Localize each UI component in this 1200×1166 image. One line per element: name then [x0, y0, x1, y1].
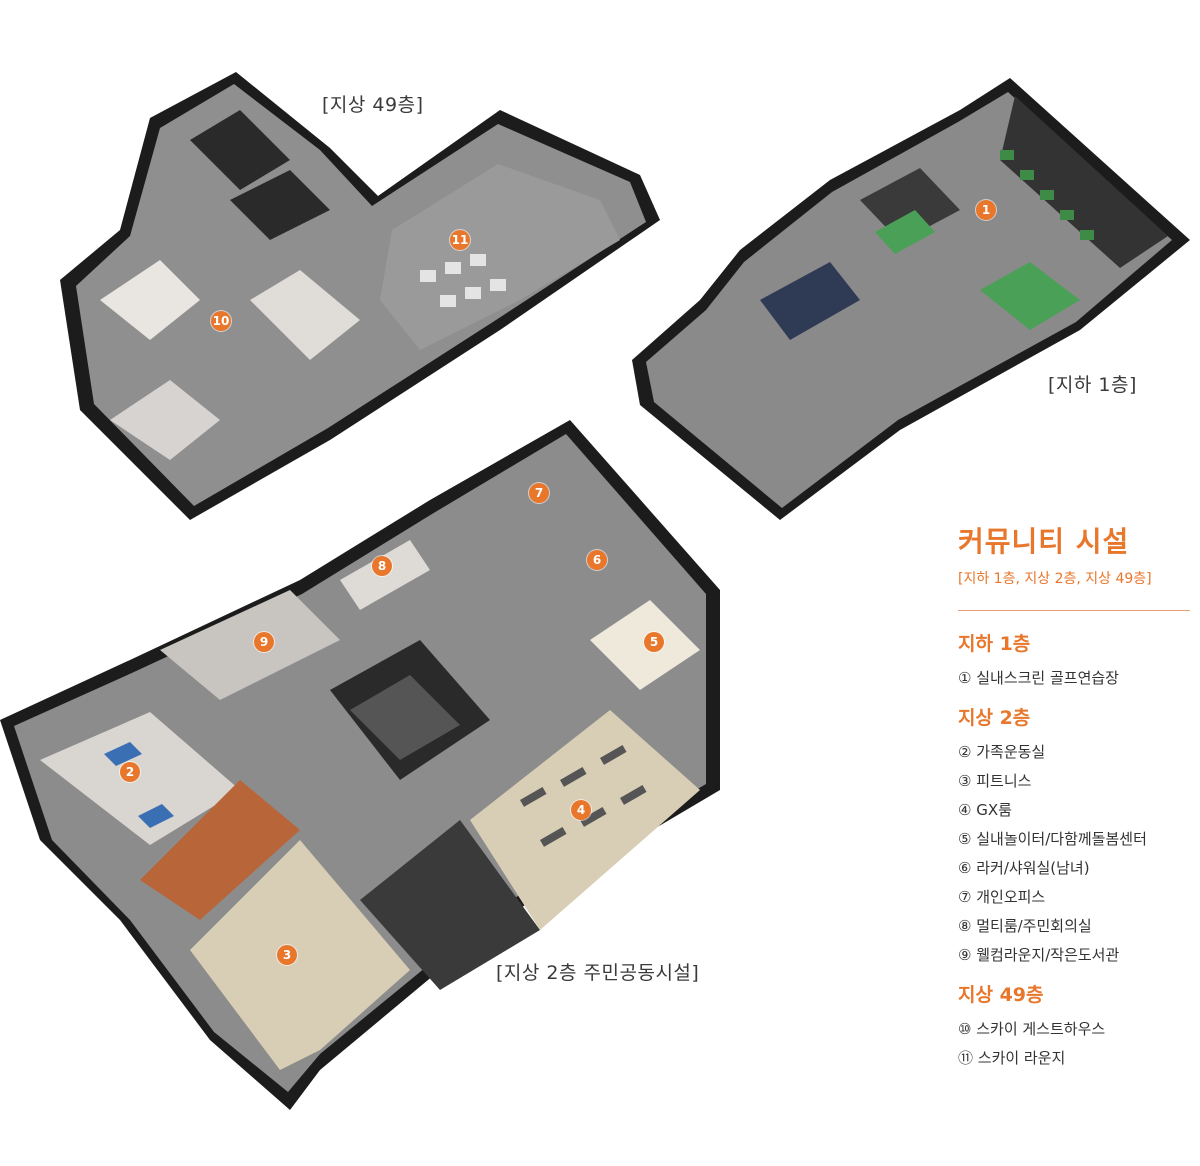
legend-item-4: ④ GX룸 — [958, 801, 1012, 819]
floor-plan-49f — [60, 72, 660, 520]
legend-subtitle: [지하 1층, 지상 2층, 지상 49층] — [958, 571, 1152, 587]
marker-5: 5 — [644, 632, 664, 652]
legend-item-2: ② 가족운동실 — [958, 743, 1046, 761]
group-heading-2f: 지상 2층 — [958, 707, 1031, 729]
marker-10: 10 — [211, 311, 231, 331]
facility-legend: 커뮤니티 시설 [지하 1층, 지상 2층, 지상 49층] 지하 1층 ① 실… — [958, 520, 1194, 1083]
legend-item-9: ⑨ 웰컴라운지/작은도서관 — [958, 946, 1120, 964]
marker-2: 2 — [120, 762, 140, 782]
marker-1: 1 — [976, 200, 996, 220]
group-heading-b1: 지하 1층 — [958, 633, 1031, 655]
group-heading-49f: 지상 49층 — [958, 984, 1044, 1006]
legend-item-5: ⑤ 실내놀이터/다함께돌봄센터 — [958, 830, 1147, 848]
plan-label-2f: [지상 2층 주민공동시설] — [496, 962, 700, 984]
marker-9: 9 — [254, 632, 274, 652]
legend-item-3: ③ 피트니스 — [958, 772, 1032, 790]
legend-item-1: ① 실내스크린 골프연습장 — [958, 669, 1119, 687]
legend-group-b1: 지하 1층 ① 실내스크린 골프연습장 — [958, 629, 1194, 693]
marker-11: 11 — [450, 230, 470, 250]
legend-item-8: ⑧ 멀티룸/주민회의실 — [958, 917, 1092, 935]
legend-item-6: ⑥ 라커/샤워실(남녀) — [958, 859, 1090, 877]
legend-item-11: ⑪ 스카이 라운지 — [958, 1049, 1066, 1067]
floor-plan-2f — [0, 420, 720, 1110]
legend-group-2f: 지상 2층 ② 가족운동실 ③ 피트니스 ④ GX룸 ⑤ 실내놀이터/다함께돌봄… — [958, 703, 1194, 970]
marker-8: 8 — [372, 556, 392, 576]
marker-4: 4 — [571, 800, 591, 820]
marker-6: 6 — [587, 550, 607, 570]
legend-title: 커뮤니티 시설 — [958, 525, 1130, 558]
floor-plan-b1 — [632, 78, 1190, 520]
legend-group-49f: 지상 49층 ⑩ 스카이 게스트하우스 ⑪ 스카이 라운지 — [958, 980, 1194, 1073]
plan-label-b1: [지하 1층] — [1048, 374, 1137, 396]
plan-label-49f: [지상 49층] — [322, 94, 424, 116]
legend-divider — [958, 610, 1190, 611]
marker-7: 7 — [529, 483, 549, 503]
marker-3: 3 — [277, 945, 297, 965]
legend-item-7: ⑦ 개인오피스 — [958, 888, 1046, 906]
legend-item-10: ⑩ 스카이 게스트하우스 — [958, 1020, 1106, 1038]
